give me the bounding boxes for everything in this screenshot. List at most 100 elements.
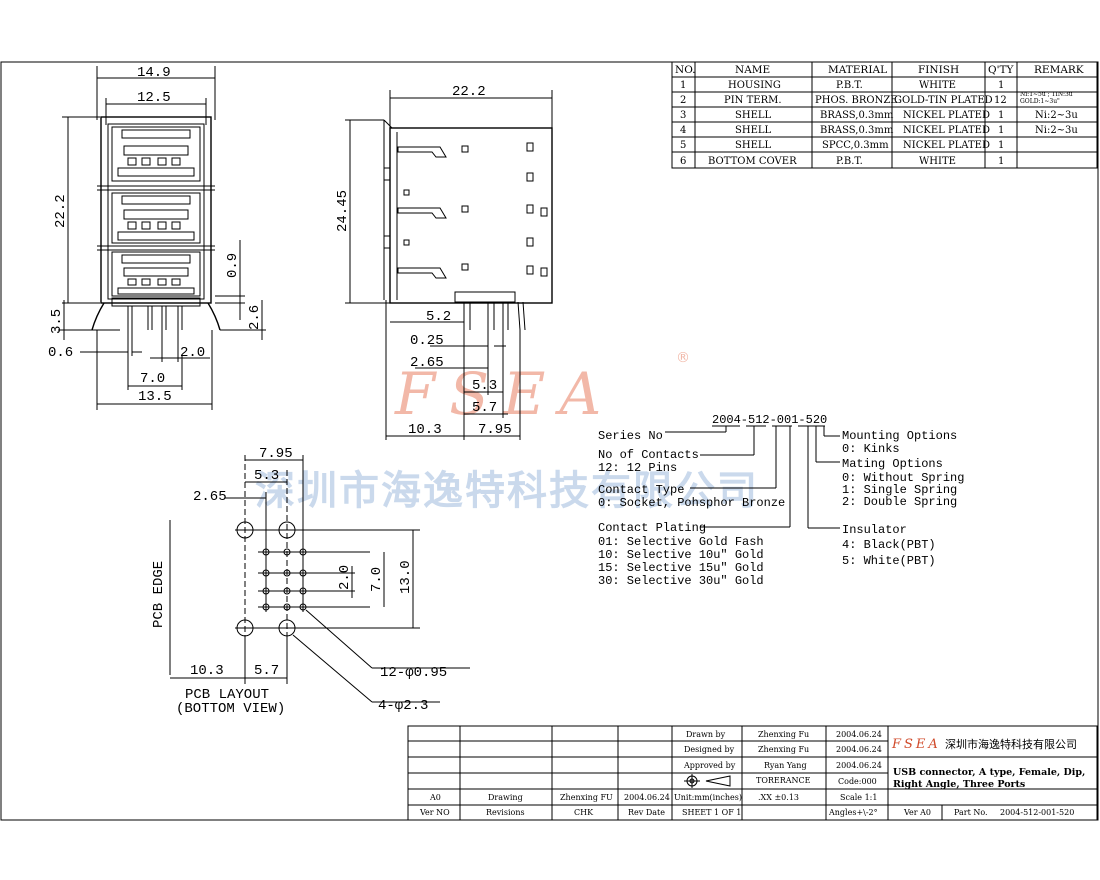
bom-row: 6 BOTTOM COVER P.B.T. WHITE 1: [680, 156, 1004, 167]
code-contacts-title: No of Contacts: [598, 448, 699, 462]
front-view: 14.9 12.5 22.2 0.9 3.5 2.6 0.6 2.0 7.0: [48, 65, 266, 410]
tb-tolerance-value: .XX ±0.13: [758, 793, 799, 802]
tb-approved-date: 2004.06.24: [836, 761, 882, 770]
tb-scale: Scale 1:1: [840, 793, 877, 802]
tb-drawn-by: Zhenxing Fu: [758, 730, 809, 739]
code-mating-item: 0: Without Spring: [842, 471, 964, 485]
dim-front-height-22-2: 22.2: [53, 194, 69, 228]
bom-header-finish: FINISH: [918, 64, 959, 76]
code-plating-item: 10: Selective 10u" Gold: [598, 548, 764, 562]
code-mounting-item: 0: Kinks: [842, 442, 900, 456]
tb-units: Unit:mm(inches): [674, 793, 742, 802]
svg-text:12: 12: [994, 95, 1007, 106]
dim-side-height-24-45: 24.45: [335, 190, 351, 232]
tb-code: Code:000: [838, 777, 877, 786]
svg-text:P.B.T.: P.B.T.: [836, 156, 863, 167]
svg-text:SPCC,0.3mm: SPCC,0.3mm: [822, 140, 889, 151]
dim-front-3-5: 3.5: [49, 309, 65, 334]
watermark: FSEA ® 深圳市海逸特科技有限公司: [255, 350, 757, 514]
svg-text:SHELL: SHELL: [735, 140, 772, 151]
pcb-layout-title: PCB LAYOUT: [185, 687, 269, 703]
svg-text:NICKEL PLATED: NICKEL PLATED: [903, 110, 990, 121]
dim-side-7-95: 7.95: [478, 422, 512, 438]
pcb-pin-holes: [258, 545, 370, 612]
tb-company-logo: FSEA: [891, 737, 941, 752]
tb-rev-desc: Drawing: [488, 793, 523, 802]
svg-text:WHITE: WHITE: [919, 156, 956, 167]
svg-text:2: 2: [680, 95, 686, 106]
bom-row: 2 PIN TERM. PHOS. BRONZE GOLD-TIN PLATED…: [680, 92, 1073, 106]
dim-side-depth-22-2: 22.2: [452, 84, 486, 100]
tb-part-no: 2004-512-001-520: [1000, 808, 1074, 817]
tb-company-name: 深圳市海逸特科技有限公司: [945, 737, 1077, 751]
tb-rev-date: 2004.06.24: [624, 793, 670, 802]
pcb-layout-view: PCB EDGE 7.95 5.3: [151, 446, 470, 717]
code-mating-title: Mating Options: [842, 457, 943, 471]
tb-rev-header-revisions: Revisions: [486, 808, 525, 817]
svg-text:1: 1: [998, 156, 1004, 167]
code-plating-title: Contact Plating: [598, 521, 706, 535]
projection-symbol-icon: [684, 774, 731, 788]
dim-pcb-7-95: 7.95: [259, 446, 293, 462]
port-2: [111, 192, 201, 244]
port-3: [111, 251, 201, 297]
bom-row: 1 HOUSING P.B.T. WHITE 1: [680, 80, 1004, 91]
title-block: Drawn by Zhenxing Fu 2004.06.24 Designed…: [407, 725, 1098, 821]
dim-side-10-3: 10.3: [408, 422, 442, 438]
side-housing-outline: [389, 127, 553, 304]
dim-side-2-65: 2.65: [410, 355, 444, 371]
watermark-registered: ®: [676, 350, 690, 366]
code-insulator-title: Insulator: [842, 523, 907, 537]
svg-text:HOUSING: HOUSING: [728, 80, 781, 91]
svg-text:1: 1: [998, 80, 1004, 91]
svg-text:NICKEL PLATED: NICKEL PLATED: [903, 140, 990, 151]
tb-sheet: SHEET 1 OF 1: [682, 808, 741, 817]
bom-header-remark: REMARK: [1034, 64, 1084, 76]
tb-rev-header-chk: CHK: [574, 808, 594, 817]
svg-text:BRASS,0.3mm: BRASS,0.3mm: [820, 110, 894, 121]
svg-text:BRASS,0.3mm: BRASS,0.3mm: [820, 125, 894, 136]
tb-drawn-date: 2004.06.24: [836, 730, 882, 739]
bom-row: 3 SHELL BRASS,0.3mm NICKEL PLATED 1 Ni:2…: [680, 110, 1078, 121]
dim-side-5-7: 5.7: [472, 400, 497, 416]
svg-text:WHITE: WHITE: [919, 80, 956, 91]
dim-pcb-2-0: 2.0: [337, 565, 353, 590]
dim-pcb-2-65: 2.65: [193, 489, 227, 505]
dim-front-7-0: 7.0: [140, 371, 165, 387]
port-1: [111, 126, 201, 182]
dim-front-width-14-9: 14.9: [137, 65, 171, 81]
dim-side-5-3: 5.3: [472, 378, 497, 394]
dim-pcb-7-0: 7.0: [369, 567, 385, 592]
side-view: 22.2 24.45 5.2 0.25 2.65 5.3 5.7 10.3 7.…: [335, 84, 553, 440]
svg-text:GOLD-TIN PLATED: GOLD-TIN PLATED: [894, 95, 993, 106]
code-mating-item: 2: Double Spring: [842, 495, 957, 509]
tb-drawn-label: Drawn by: [686, 730, 726, 739]
svg-text:PIN TERM.: PIN TERM.: [724, 95, 782, 106]
svg-text:SHELL: SHELL: [735, 125, 772, 136]
bom-table: NO. NAME MATERIAL FINISH Q'TY REMARK 1 H…: [671, 61, 1098, 169]
pcb-hole-large-callout: 4-φ2.3: [378, 698, 428, 714]
code-insulator-item: 5: White(PBT): [842, 554, 936, 568]
svg-text:5: 5: [680, 140, 686, 151]
svg-text:Ni:2~3u: Ni:2~3u: [1035, 125, 1078, 136]
svg-text:NICKEL PLATED: NICKEL PLATED: [903, 125, 990, 136]
dim-front-2-6: 2.6: [247, 305, 263, 330]
svg-text:1: 1: [680, 80, 686, 91]
bom-header-material: MATERIAL: [828, 64, 887, 76]
dim-front-width-12-5: 12.5: [137, 90, 171, 106]
dim-side-5-2: 5.2: [426, 309, 451, 325]
tb-description-line1: USB connector, A type, Female, Dip,: [893, 767, 1085, 778]
svg-text:3: 3: [680, 110, 686, 121]
tb-designed-label: Designed by: [684, 745, 735, 754]
code-series-title: Series No: [598, 429, 663, 443]
svg-text:1: 1: [998, 140, 1004, 151]
svg-text:1: 1: [998, 110, 1004, 121]
dim-pcb-13-0: 13.0: [398, 560, 414, 594]
tb-designed-date: 2004.06.24: [836, 745, 882, 754]
part-code-diagram: 2004-512-001-520 Series No No of Contact…: [598, 413, 964, 588]
tb-ver: Ver A0: [903, 808, 931, 817]
svg-text:BOTTOM COVER: BOTTOM COVER: [708, 156, 797, 167]
dim-pcb-5-7: 5.7: [254, 663, 279, 679]
dim-pcb-10-3: 10.3: [190, 663, 224, 679]
